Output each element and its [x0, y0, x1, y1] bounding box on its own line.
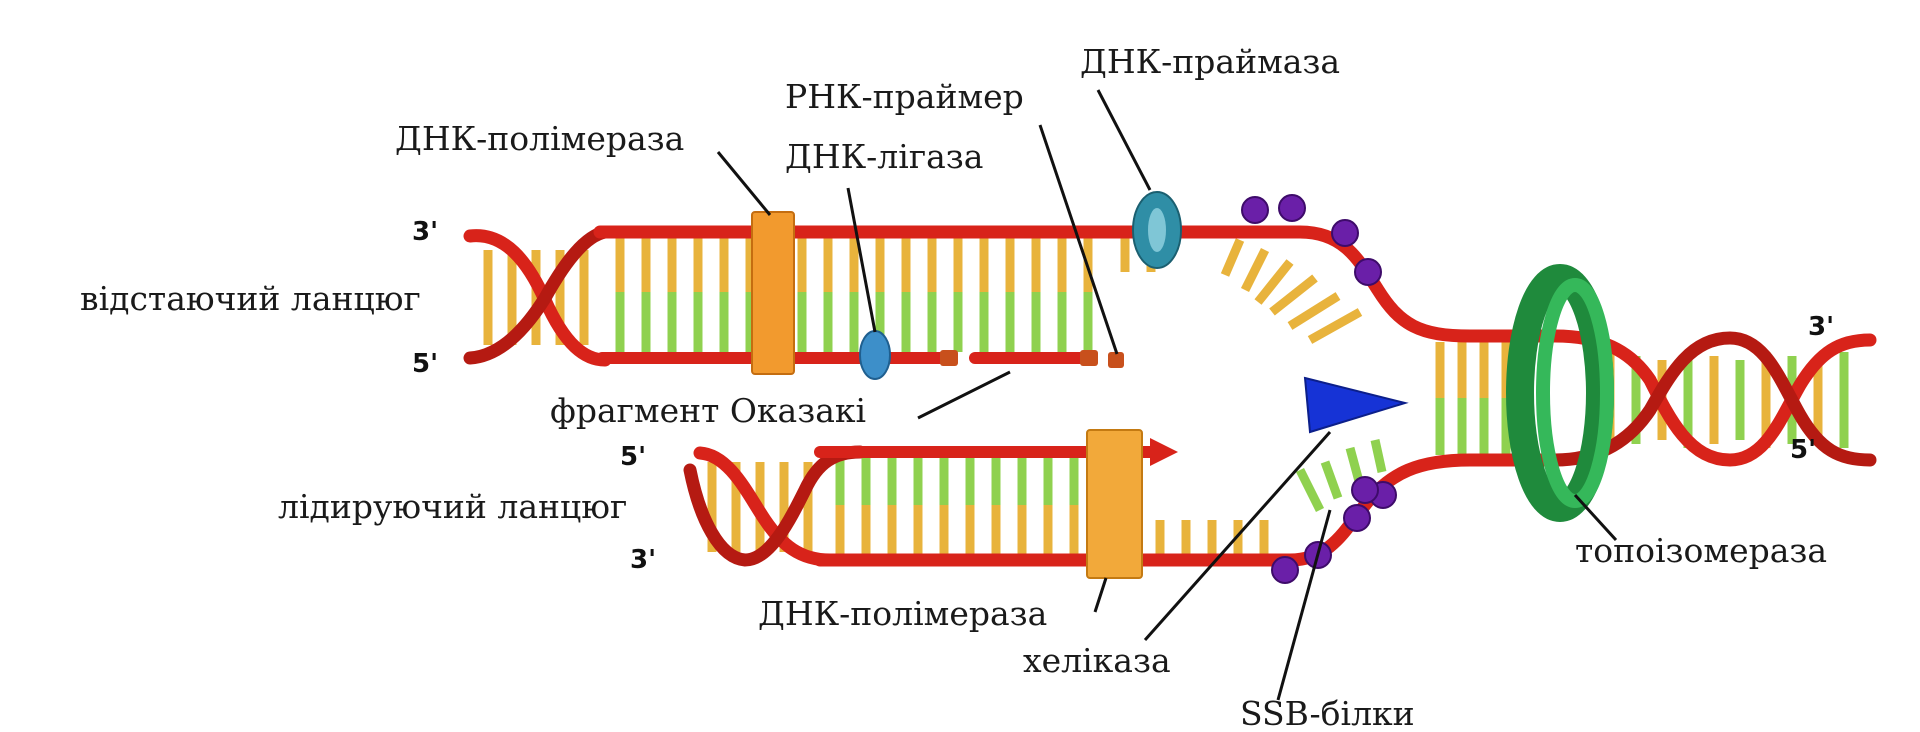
lagging-template-backbone — [593, 225, 1562, 343]
label-okazaki-fragment: фрагмент Оказакі — [550, 391, 866, 430]
ssb-protein — [1241, 196, 1269, 224]
dna-ligase-enzyme — [859, 330, 891, 380]
leader-dna-polymerase-top — [716, 151, 772, 216]
base-pair — [1320, 460, 1343, 500]
ssb-protein — [1331, 219, 1359, 247]
leader-okazaki — [917, 370, 1011, 420]
base-pair — [1240, 247, 1270, 293]
parent-duplex — [1548, 329, 1877, 467]
end-label-parent-top: 3' — [1808, 312, 1834, 342]
label-ssb-proteins: SSB-білки — [1240, 694, 1415, 732]
topoisomerase-enzyme — [1506, 264, 1614, 522]
dna-polymerase-bottom-enzyme — [1086, 429, 1143, 579]
leading-direction-arrowhead — [1150, 438, 1178, 466]
base-pair — [1220, 238, 1245, 277]
label-topoisomerase: топоізомераза — [1575, 531, 1827, 570]
leader-dna-polymerase-bottom — [1093, 577, 1108, 613]
base-pair — [1370, 439, 1387, 473]
leader-topoisomerase — [1573, 493, 1618, 542]
rna-primer-piece — [1080, 350, 1098, 366]
leader-ssb — [1276, 509, 1332, 701]
dna-polymerase-top-enzyme — [751, 211, 795, 375]
base-pair — [1254, 259, 1294, 305]
helicase-enzyme — [1303, 376, 1409, 434]
label-rna-primer: РНК-праймер — [785, 77, 1024, 116]
label-leading-strand: лідируючий ланцюг — [278, 487, 627, 526]
parent-helix-strand-b — [1548, 331, 1877, 467]
base-pair — [1307, 308, 1363, 344]
leader-lines — [716, 89, 1618, 701]
rna-primer-piece — [940, 350, 958, 366]
leader-dna-primase — [1096, 89, 1152, 191]
label-dna-polymerase-bottom: ДНК-полімераза — [758, 594, 1047, 633]
dna-primase-enzyme — [1132, 191, 1182, 269]
leader-rna-primer — [1038, 124, 1119, 355]
end-label-lagging-top: 3' — [412, 217, 438, 247]
leading-helix-strand-a — [693, 446, 837, 567]
leading-helix-strand-b — [683, 445, 867, 567]
end-label-lagging-bottom: 5' — [412, 349, 438, 379]
label-dna-ligase: ДНК-лігаза — [785, 137, 983, 176]
ssb-protein — [1343, 504, 1371, 532]
end-label-leading-bottom: 3' — [630, 545, 656, 575]
base-pair — [1287, 292, 1341, 330]
base-pair — [1269, 274, 1318, 316]
ssb-protein — [1278, 194, 1306, 222]
ssb-protein — [1354, 258, 1382, 286]
label-dna-polymerase-top: ДНК-полімераза — [395, 119, 684, 158]
ssb-proteins — [1241, 194, 1397, 584]
parent-helix-strand-a — [1548, 329, 1877, 467]
base-pair — [1295, 467, 1325, 513]
ssb-protein — [1271, 556, 1299, 584]
label-helicase: хеліказа — [1023, 641, 1171, 680]
label-lagging-strand: відстаючий ланцюг — [80, 279, 421, 318]
leader-helicase — [1143, 431, 1332, 641]
end-label-leading-top: 5' — [620, 442, 646, 472]
ssb-protein — [1351, 476, 1379, 504]
lagging-helix-strand-b — [463, 225, 612, 365]
leader-dna-ligase — [846, 187, 877, 333]
end-label-parent-bottom: 5' — [1790, 435, 1816, 465]
label-dna-primase: ДНК-праймаза — [1080, 42, 1340, 81]
rna-primer-piece — [1108, 352, 1124, 368]
